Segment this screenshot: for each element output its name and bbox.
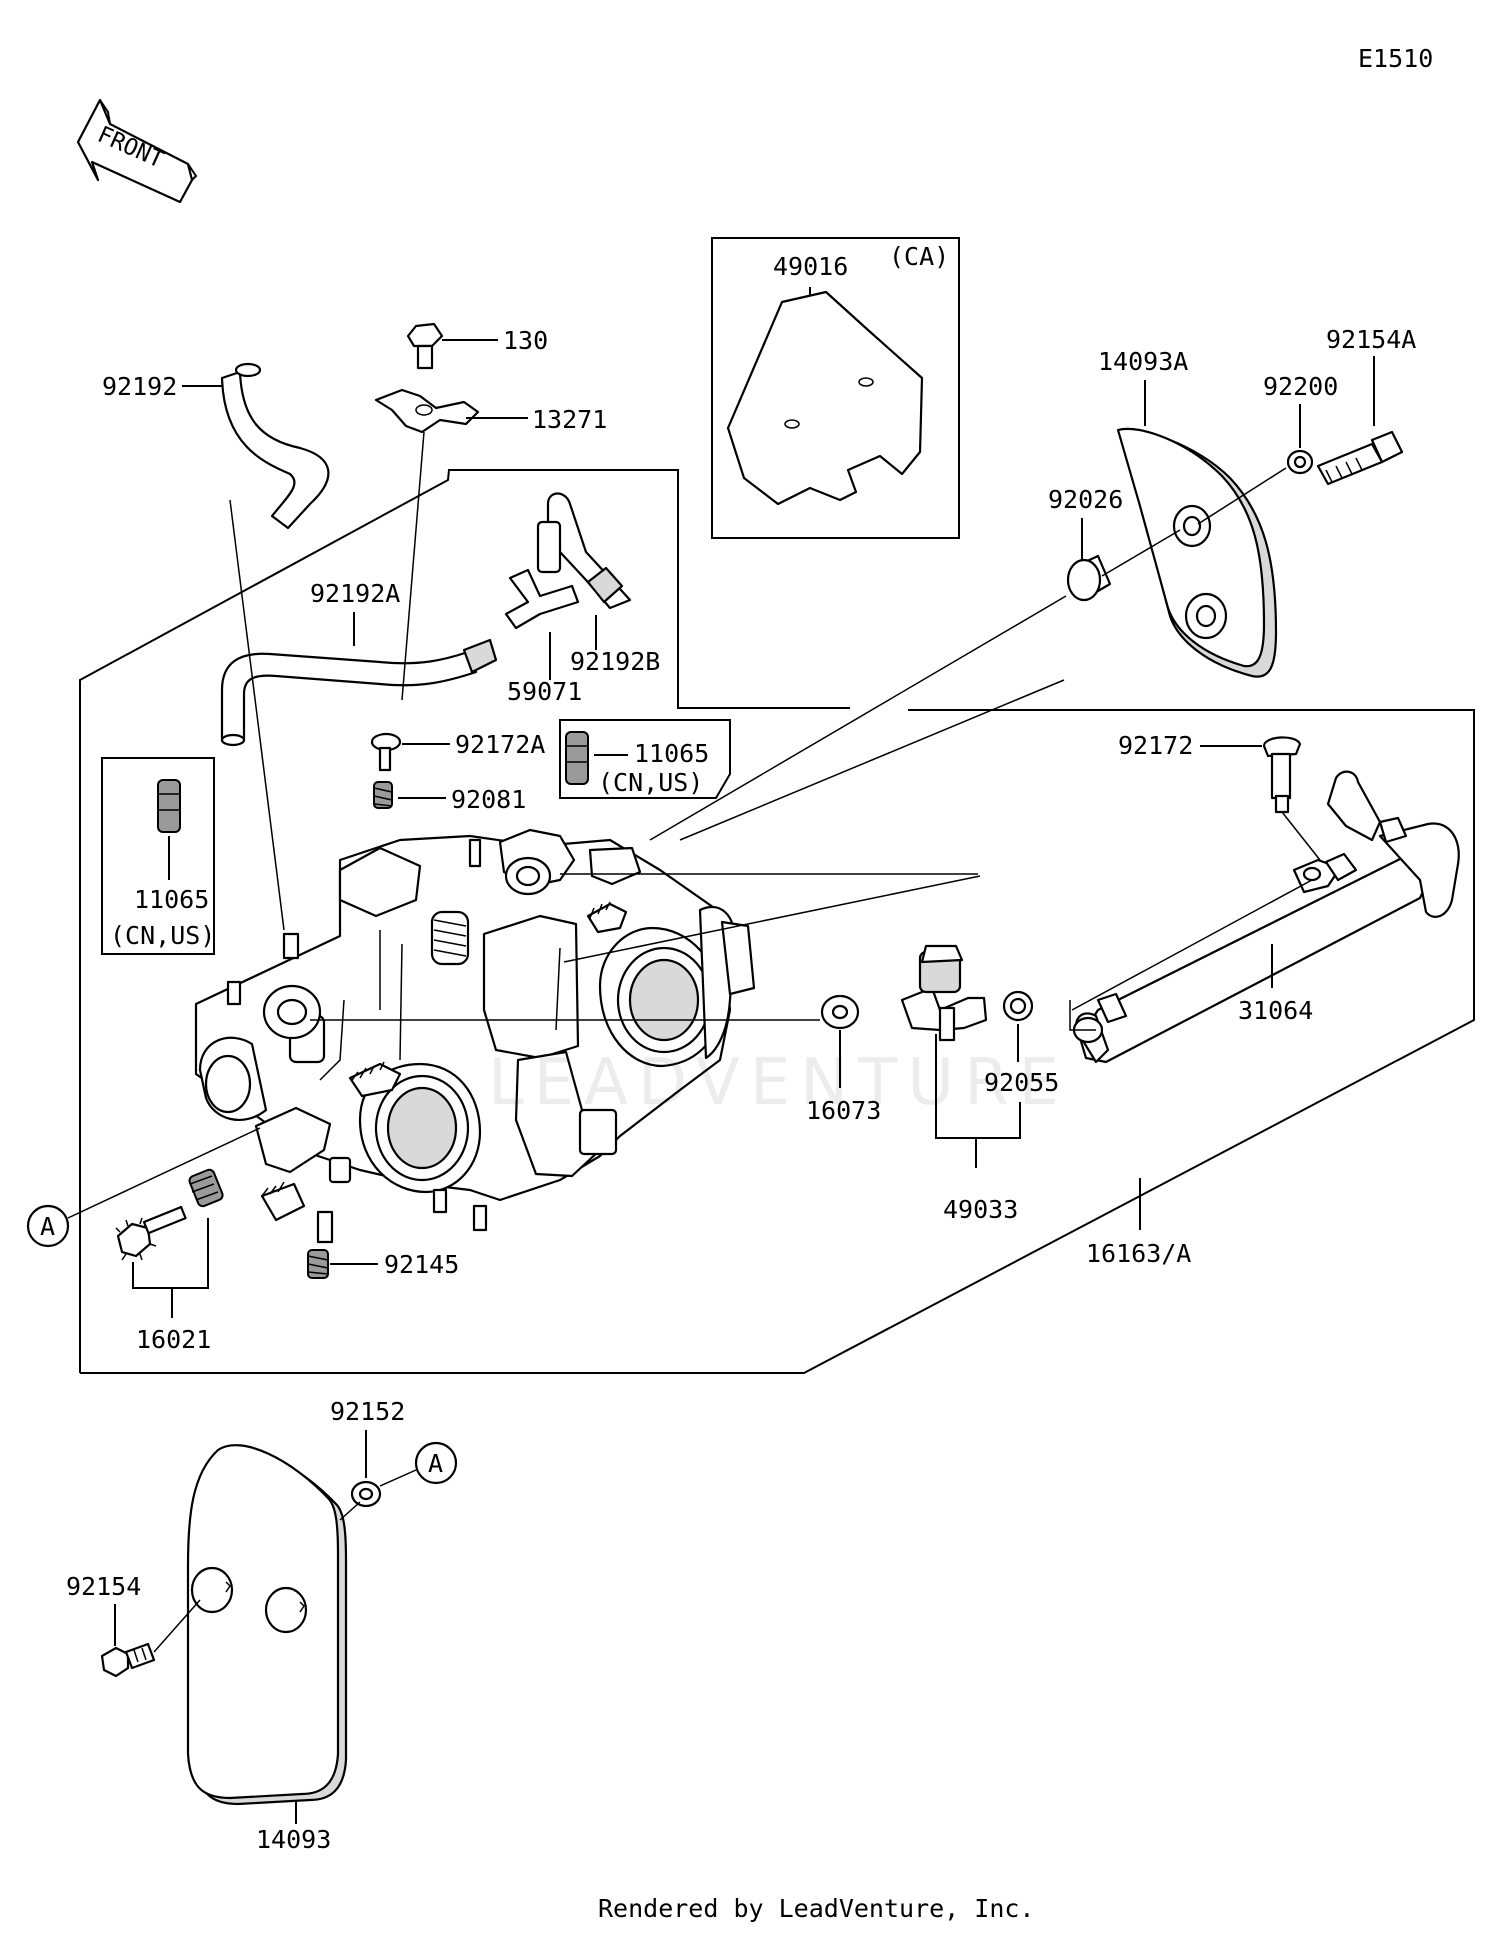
- label-92192b: 92192B: [570, 647, 660, 676]
- hose-92192: [220, 362, 330, 530]
- label-92192a: 92192A: [310, 579, 400, 608]
- spring-92145: [307, 1249, 329, 1279]
- cover-14093: [186, 1444, 348, 1806]
- clamp-13271: [374, 388, 480, 434]
- label-31064: 31064: [1238, 996, 1313, 1025]
- spring-92081: [373, 781, 393, 809]
- assembly-frame-right: [80, 709, 1475, 1374]
- bolt-130: [406, 322, 444, 370]
- cap-11065-right: [565, 731, 589, 785]
- washer-16073: [820, 994, 860, 1030]
- bolt-92154: [100, 1642, 156, 1678]
- hose-92192b: [536, 492, 632, 610]
- bolt-92154a: [1316, 430, 1404, 486]
- label-92200: 92200: [1263, 372, 1338, 401]
- label-11065-right: 11065: [634, 739, 709, 768]
- screw-92172a: [370, 732, 402, 772]
- label-16021: 16021: [136, 1325, 211, 1354]
- fuel-rail-31064: [1072, 770, 1460, 1064]
- spacer-92026: [1066, 554, 1112, 602]
- spring-16021: [188, 1168, 224, 1208]
- sensor-49033: [900, 944, 988, 1042]
- label-92152: 92152: [330, 1397, 405, 1426]
- label-92192: 92192: [102, 372, 177, 401]
- label-92172a: 92172A: [455, 730, 545, 759]
- washer-92200: [1286, 449, 1314, 475]
- inset-ca-frame: [711, 237, 960, 539]
- inset-11065-left: [101, 757, 215, 955]
- washer-92152: [350, 1480, 382, 1508]
- watermark: LEADVENTURE: [488, 1046, 1069, 1120]
- label-59071: 59071: [507, 677, 582, 706]
- oring-92055: [1002, 990, 1034, 1022]
- fitting-59071: [504, 568, 580, 630]
- label-11065-left-note: (CN,US): [110, 921, 215, 950]
- label-49016: 49016: [773, 252, 848, 281]
- cap-11065-left: [157, 779, 181, 833]
- label-92154: 92154: [66, 1572, 141, 1601]
- diagram-code: E1510: [1358, 44, 1433, 73]
- inset-ca-region: (CA): [889, 242, 949, 271]
- callout-a-lower: [414, 1441, 458, 1485]
- label-92026: 92026: [1048, 485, 1123, 514]
- label-92172: 92172: [1118, 731, 1193, 760]
- label-14093: 14093: [256, 1825, 331, 1854]
- cover-14093a: [1116, 427, 1278, 678]
- label-16163a: 16163/A: [1086, 1239, 1191, 1268]
- front-arrow-icon: FRONT: [76, 98, 198, 204]
- label-130: 130: [503, 326, 548, 355]
- footer-credit: Rendered by LeadVenture, Inc.: [598, 1894, 1035, 1923]
- callout-a-main: [26, 1204, 70, 1248]
- idle-screw-16021: [115, 1205, 187, 1261]
- callout-a-main-label: A: [40, 1212, 55, 1241]
- hose-92192a: [220, 638, 498, 747]
- label-11065-right-note: (CN,US): [598, 768, 703, 797]
- label-49033: 49033: [943, 1195, 1018, 1224]
- gasket-plate-49016: [726, 290, 924, 506]
- label-13271: 13271: [532, 405, 607, 434]
- label-14093a: 14093A: [1098, 347, 1188, 376]
- label-92055: 92055: [984, 1068, 1059, 1097]
- inset-11065-right: [559, 719, 731, 799]
- throttle-body: [194, 828, 756, 1244]
- label-11065-left: 11065: [134, 885, 209, 914]
- assembly-frame-left: [79, 469, 850, 1373]
- callout-a-lower-label: A: [428, 1449, 443, 1478]
- screw-92172: [1262, 736, 1302, 814]
- label-92145: 92145: [384, 1250, 459, 1279]
- label-16073: 16073: [806, 1096, 881, 1125]
- label-92081: 92081: [451, 785, 526, 814]
- label-92154a: 92154A: [1326, 325, 1416, 354]
